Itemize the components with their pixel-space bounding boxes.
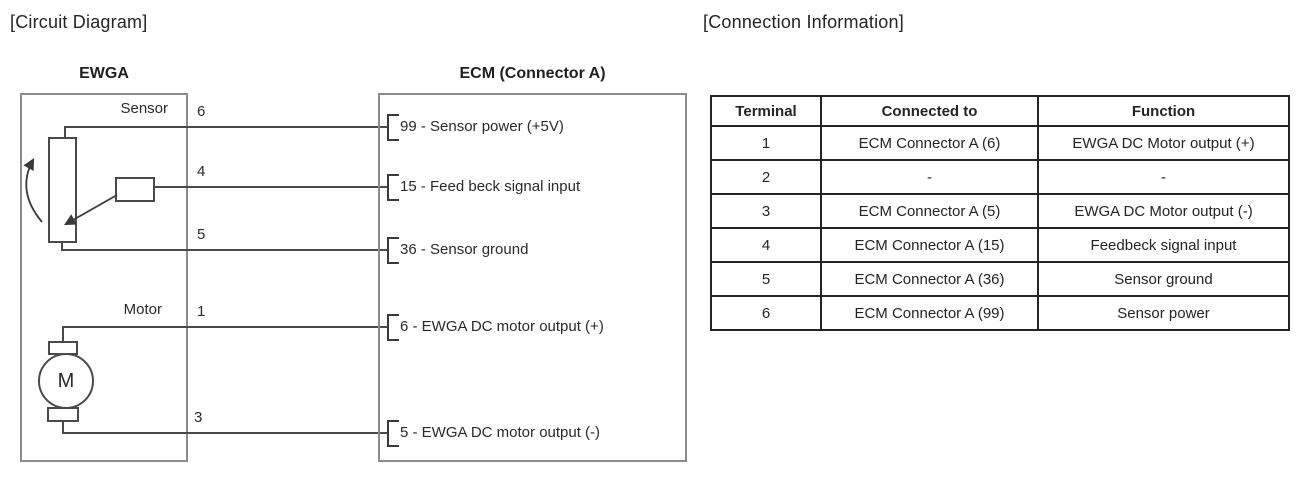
table-cell: ECM Connector A (15) xyxy=(820,227,1039,263)
sensor-label: Sensor xyxy=(120,100,168,117)
motor-symbol: M xyxy=(38,353,94,409)
wire-sensor-ground-stub xyxy=(61,241,63,251)
wire-motor-plus xyxy=(62,326,388,328)
table-cell: ECM Connector A (99) xyxy=(820,295,1039,331)
table-row: 5 ECM Connector A (36) Sensor ground xyxy=(710,261,1290,297)
wire-sensor-ground xyxy=(61,249,388,251)
terminal-number: 5 xyxy=(197,226,206,243)
table-cell: - xyxy=(820,159,1039,195)
wire-motor-minus-stub xyxy=(62,421,64,433)
table-cell: ECM Connector A (5) xyxy=(820,193,1039,229)
ecm-pin-label: 99 - Sensor power (+5V) xyxy=(400,118,564,135)
table-cell: Sensor power xyxy=(1037,295,1290,331)
potentiometer-symbol xyxy=(48,137,77,243)
connection-information-title: [Connection Information] xyxy=(703,12,904,32)
circuit-diagram-title: [Circuit Diagram] xyxy=(10,12,148,32)
pin-bracket-icon xyxy=(387,174,399,201)
table-header-function: Function xyxy=(1037,95,1290,127)
motor-label: Motor xyxy=(123,301,162,318)
table-cell: 5 xyxy=(710,261,822,297)
table-cell: 6 xyxy=(710,295,822,331)
terminal-number: 3 xyxy=(194,409,203,426)
table-cell: Sensor ground xyxy=(1037,261,1290,297)
wire-motor-plus-stub xyxy=(62,327,64,343)
wire-sensor-power-stub xyxy=(64,127,66,139)
ecm-pin-label: 6 - EWGA DC motor output (+) xyxy=(400,318,604,335)
table-cell: - xyxy=(1037,159,1290,195)
table-header-terminal: Terminal xyxy=(710,95,822,127)
table-cell: EWGA DC Motor output (-) xyxy=(1037,193,1290,229)
table-cell: 2 xyxy=(710,159,822,195)
motor-letter: M xyxy=(57,369,75,392)
ewga-box xyxy=(20,93,188,462)
wiper-box-symbol xyxy=(115,177,155,202)
table-row: 6 ECM Connector A (99) Sensor power xyxy=(710,295,1290,331)
ecm-box xyxy=(378,93,687,462)
table-row: 4 ECM Connector A (15) Feedbeck signal i… xyxy=(710,227,1290,263)
wire-feedback-signal xyxy=(153,186,388,188)
ewga-title: EWGA xyxy=(79,65,129,82)
table-cell: EWGA DC Motor output (+) xyxy=(1037,125,1290,161)
terminal-number: 1 xyxy=(197,303,206,320)
table-row: 1 ECM Connector A (6) EWGA DC Motor outp… xyxy=(710,125,1290,161)
pin-bracket-icon xyxy=(387,420,399,447)
table-cell: Feedbeck signal input xyxy=(1037,227,1290,263)
pin-bracket-icon xyxy=(387,237,399,264)
table-cell: 3 xyxy=(710,193,822,229)
table-cell: 4 xyxy=(710,227,822,263)
table-cell: 1 xyxy=(710,125,822,161)
table-cell: ECM Connector A (6) xyxy=(820,125,1039,161)
wire-sensor-power xyxy=(64,126,388,128)
ecm-pin-label: 5 - EWGA DC motor output (-) xyxy=(400,424,601,441)
pin-bracket-icon xyxy=(387,114,399,141)
table-header-connected-to: Connected to xyxy=(820,95,1039,127)
connection-table: Terminal Connected to Function 1 ECM Con… xyxy=(710,95,1290,331)
table-row: 2 - - xyxy=(710,159,1290,195)
ecm-pin-label: 36 - Sensor ground xyxy=(400,241,529,258)
ecm-pin-label: 15 - Feed beck signal input xyxy=(400,178,581,195)
table-row: 3 ECM Connector A (5) EWGA DC Motor outp… xyxy=(710,193,1290,229)
wire-motor-minus xyxy=(62,432,388,434)
table-header-row: Terminal Connected to Function xyxy=(710,95,1290,127)
motor-brush-bottom xyxy=(47,407,79,422)
terminal-number: 4 xyxy=(197,163,206,180)
pin-bracket-icon xyxy=(387,314,399,341)
table-cell: ECM Connector A (36) xyxy=(820,261,1039,297)
terminal-number: 6 xyxy=(197,103,206,120)
ecm-title: ECM (Connector A) xyxy=(459,65,606,82)
